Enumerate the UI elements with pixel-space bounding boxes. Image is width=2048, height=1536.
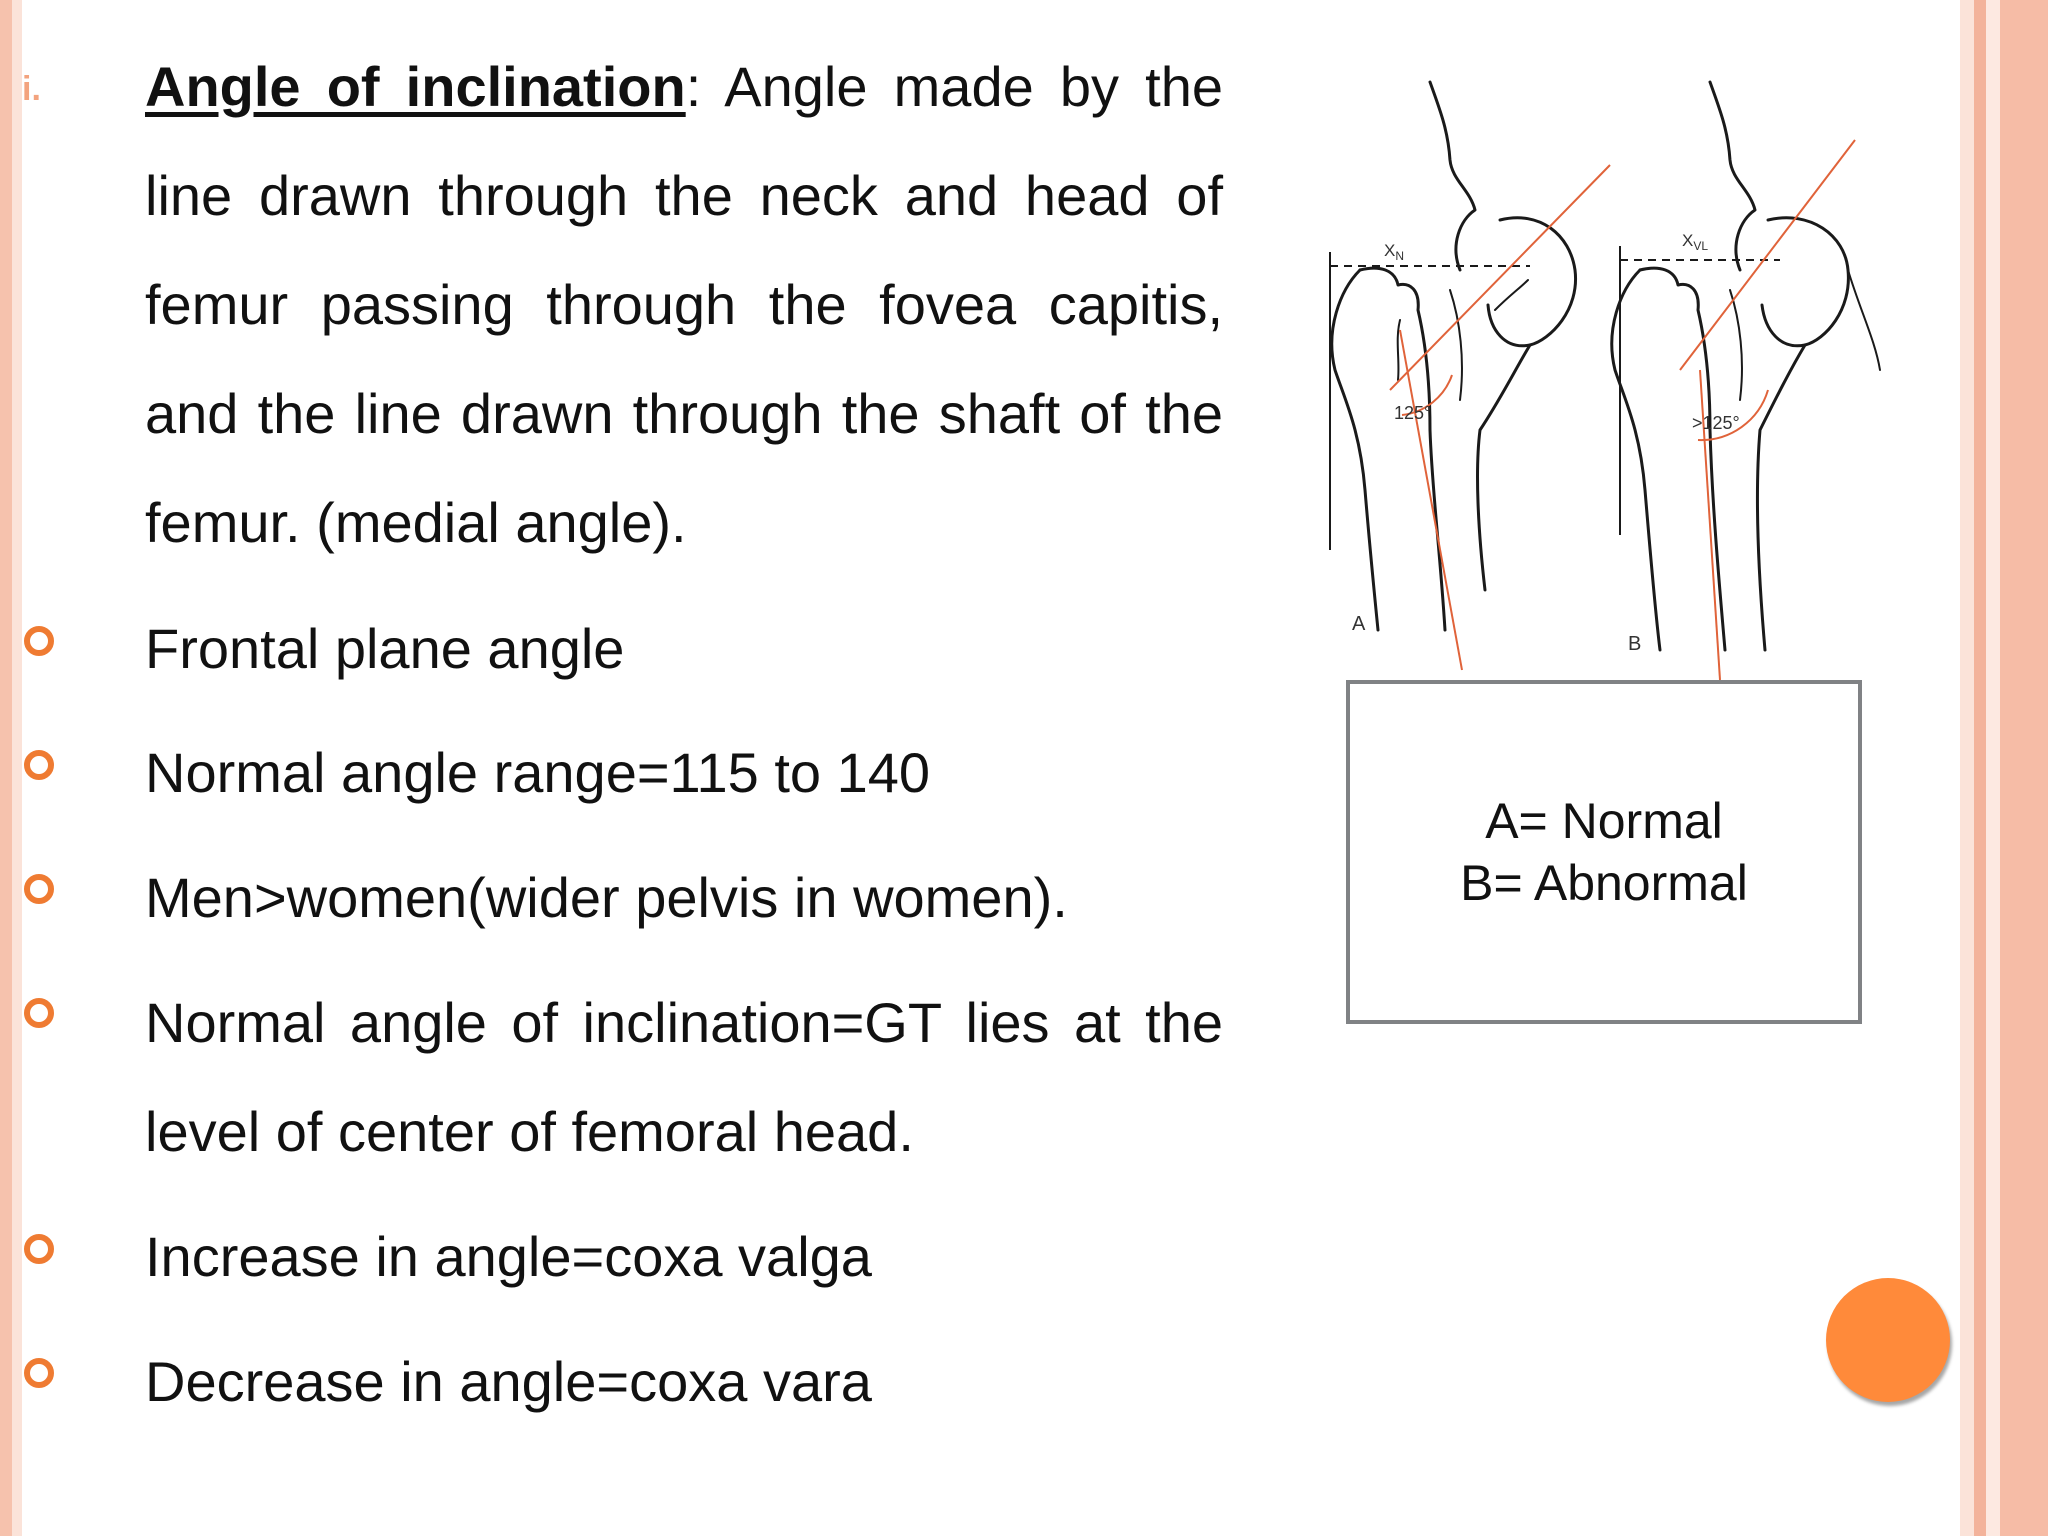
caption-line-abnormal: B= Abnormal (1460, 855, 1748, 911)
marker-a-label: XN (1384, 241, 1404, 263)
femur-b-drawing (1610, 80, 1881, 652)
left-border-stripe-light (12, 0, 22, 1536)
bullet-ring-icon (24, 1234, 54, 1264)
panel-a-label: A (1352, 613, 1366, 635)
bullet-men-women: Men>women(wider pelvis in women). (145, 866, 1068, 929)
bullet-ring-icon (24, 998, 54, 1028)
definition-paragraph: Angle of inclination: Angle made by the … (145, 32, 1223, 577)
angle-a-label: 125° (1394, 403, 1431, 423)
bullet-ring-icon (24, 626, 54, 656)
definition-text: : Angle made by the line drawn through t… (145, 55, 1223, 554)
marker-b-label: XVL (1682, 231, 1708, 253)
caption-line-normal: A= Normal (1485, 793, 1723, 849)
bullet-frontal-plane: Frontal plane angle (145, 617, 625, 680)
femur-inclination-figure: 125° >125° XN XVL A B (1300, 70, 1900, 680)
bullet-normal-angle-gt: Normal angle of inclination=GT lies at t… (145, 991, 1223, 1163)
bullet-normal-range: Normal angle range=115 to 140 (145, 741, 931, 804)
bullet-coxa-valga: Increase in angle=coxa valga (145, 1225, 872, 1288)
orange-circle-button[interactable] (1826, 1278, 1950, 1402)
bullet-ring-icon (24, 874, 54, 904)
bullet-ring-icon (24, 1358, 54, 1388)
figure-caption-box: A= Normal B= Abnormal (1346, 680, 1862, 1024)
left-border-stripe (0, 0, 12, 1536)
roman-list-marker: i. (22, 70, 41, 108)
heading-angle-of-inclination: Angle of inclination (145, 55, 686, 118)
bullet-coxa-vara: Decrease in angle=coxa vara (145, 1350, 872, 1413)
panel-b-label: B (1628, 633, 1641, 655)
bullet-ring-icon (24, 750, 54, 780)
femur-a-drawing (1330, 80, 1578, 632)
angle-b-label: >125° (1692, 413, 1740, 433)
right-border-stripes (1960, 0, 2048, 1536)
